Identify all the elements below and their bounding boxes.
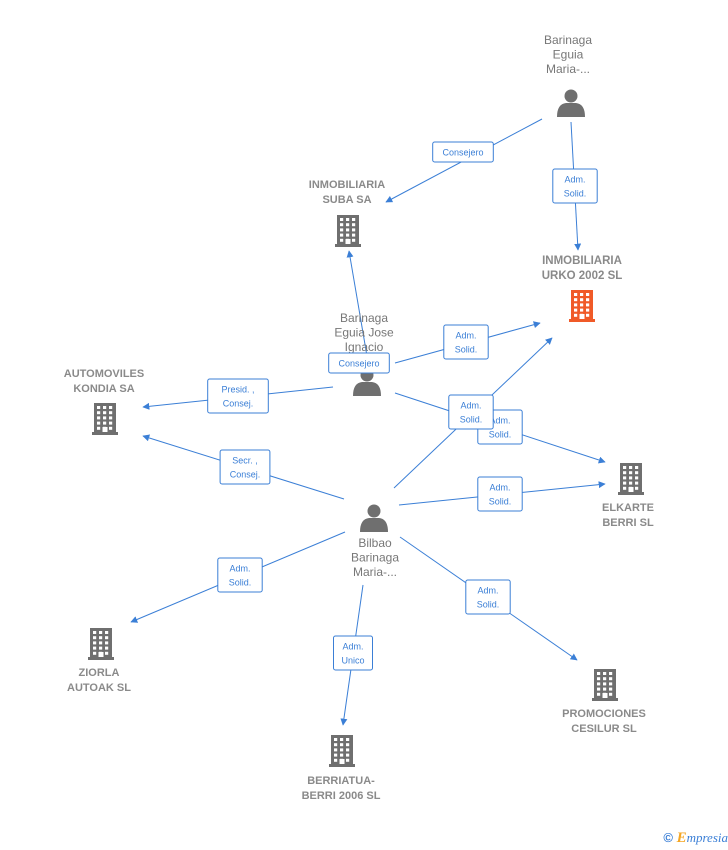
node-label: PROMOCIONES — [562, 708, 646, 720]
edge-label-box — [217, 557, 263, 593]
person-icon — [557, 89, 585, 117]
edge-label[interactable]: Adm. Solid. — [217, 557, 263, 593]
building-icon — [592, 669, 618, 701]
brand-name: mpresia — [686, 830, 728, 845]
edge-label-text: Adm. — [564, 175, 585, 185]
building-icon — [569, 290, 595, 322]
company-node-c3[interactable]: AUTOMOVILES KONDIA SA — [64, 368, 144, 435]
node-label: Ignacio — [345, 340, 384, 354]
node-label: Barinaga — [351, 551, 399, 565]
node-label: KONDIA SA — [73, 383, 134, 395]
edge-label-box — [328, 352, 390, 374]
edge-label[interactable]: Adm. Unico — [333, 635, 373, 671]
node-label: BERRI SL — [602, 517, 654, 529]
edge-label-text: Solid. — [455, 345, 478, 355]
edge-label[interactable]: Secr. , Consej. — [219, 449, 271, 485]
building-icon — [335, 215, 361, 247]
edge-label-box — [333, 635, 373, 671]
building-icon — [88, 628, 114, 660]
edge-labels-layer: ConsejeroAdm.Solid.ConsejeroAdm.Solid.Pr… — [207, 141, 598, 671]
node-label: Maria-... — [546, 62, 590, 76]
edge-label[interactable]: Adm. Solid. — [443, 324, 489, 360]
node-label: ELKARTE — [602, 502, 654, 514]
edge-label-text: Secr. , — [232, 456, 258, 466]
node-label: BERRIATUA- — [307, 775, 375, 787]
edge-label[interactable]: Consejero — [328, 352, 390, 374]
edge-label-text: Adm. — [477, 586, 498, 596]
edge-label-box — [432, 141, 494, 163]
edge-label-box — [465, 579, 511, 615]
person-node-p1[interactable]: BarinagaEguiaMaria-... — [544, 33, 592, 117]
company-node-c6[interactable]: BERRIATUA- BERRI 2006 SL — [302, 735, 381, 802]
node-label: ZIORLA — [79, 667, 120, 679]
edge-label-text: Solid. — [489, 430, 512, 440]
edge-label-text: Unico — [341, 656, 364, 666]
building-icon — [92, 403, 118, 435]
copyright-symbol: © — [663, 830, 673, 845]
company-node-c4[interactable]: ELKARTE BERRI SL — [602, 463, 654, 529]
footer-brand[interactable]: © Empresia — [663, 830, 728, 848]
edge-label-text: Consejero — [442, 148, 483, 158]
edge-label[interactable]: Presid. , Consej. — [207, 378, 269, 414]
brand-initial: E — [676, 830, 687, 846]
node-label: AUTOMOVILES — [64, 368, 144, 380]
edge-label-text: Consejero — [338, 359, 379, 369]
edge-label-text: Solid. — [477, 600, 500, 610]
edge-label-text: Adm. — [489, 416, 510, 426]
edge-label-text: Adm. — [229, 564, 250, 574]
edge-label-text: Solid. — [460, 415, 483, 425]
edge-label-text: Consej. — [230, 470, 261, 480]
person-node-p3[interactable]: BilbaoBarinagaMaria-... — [351, 504, 399, 580]
node-label: URKO 2002 SL — [542, 270, 623, 282]
edge-label-box — [443, 324, 489, 360]
person-icon — [360, 504, 388, 532]
edge-label[interactable]: Adm. Solid. — [465, 579, 511, 615]
edge-label-text: Solid. — [489, 497, 512, 507]
edge-label-text: Solid. — [229, 578, 252, 588]
edge-p2-c1 — [346, 250, 369, 363]
edge-label-text: Presid. , — [221, 385, 254, 395]
edge-label[interactable]: Consejero — [432, 141, 494, 163]
node-label: Barinaga — [340, 311, 388, 325]
node-label: CESILUR SL — [571, 723, 637, 735]
company-node-c2[interactable]: INMOBILIARIA URKO 2002 SL — [542, 255, 623, 322]
node-label: BERRI 2006 SL — [302, 790, 381, 802]
node-label: INMOBILIARIA — [309, 179, 385, 191]
edge-label-text: Solid. — [564, 189, 587, 199]
edge-label-box — [448, 394, 494, 430]
edges-layer — [130, 118, 606, 726]
edge-label-text: Adm. — [489, 483, 510, 493]
node-label: Maria-... — [353, 565, 397, 579]
node-label: AUTOAK SL — [67, 682, 131, 694]
node-label: Barinaga — [544, 33, 592, 47]
edge-label-text: Adm. — [460, 401, 481, 411]
edge-label-box — [552, 168, 598, 204]
edge-label-box — [207, 378, 269, 414]
building-icon — [618, 463, 644, 495]
company-node-c7[interactable]: PROMOCIONES CESILUR SL — [562, 669, 646, 735]
edge-label-text: Consej. — [223, 399, 254, 409]
node-label: SUBA SA — [322, 194, 371, 206]
node-label: Bilbao — [358, 536, 392, 550]
node-label: INMOBILIARIA — [542, 255, 622, 267]
edge-label[interactable]: Adm. Solid. — [448, 394, 494, 430]
edge-label-text: Adm. — [455, 331, 476, 341]
building-icon — [329, 735, 355, 767]
company-node-c5[interactable]: ZIORLA AUTOAK SL — [67, 628, 131, 694]
edge-label-box — [477, 476, 523, 512]
node-label: Eguia Jose — [334, 326, 394, 340]
edge-label-text: Adm. — [342, 642, 363, 652]
node-label: Eguia — [553, 48, 584, 62]
edge-label[interactable]: Adm. Solid. — [477, 476, 523, 512]
company-node-c1[interactable]: INMOBILIARIA SUBA SA — [309, 179, 385, 247]
edge-label[interactable]: Adm. Solid. — [552, 168, 598, 204]
edge-label-box — [219, 449, 271, 485]
